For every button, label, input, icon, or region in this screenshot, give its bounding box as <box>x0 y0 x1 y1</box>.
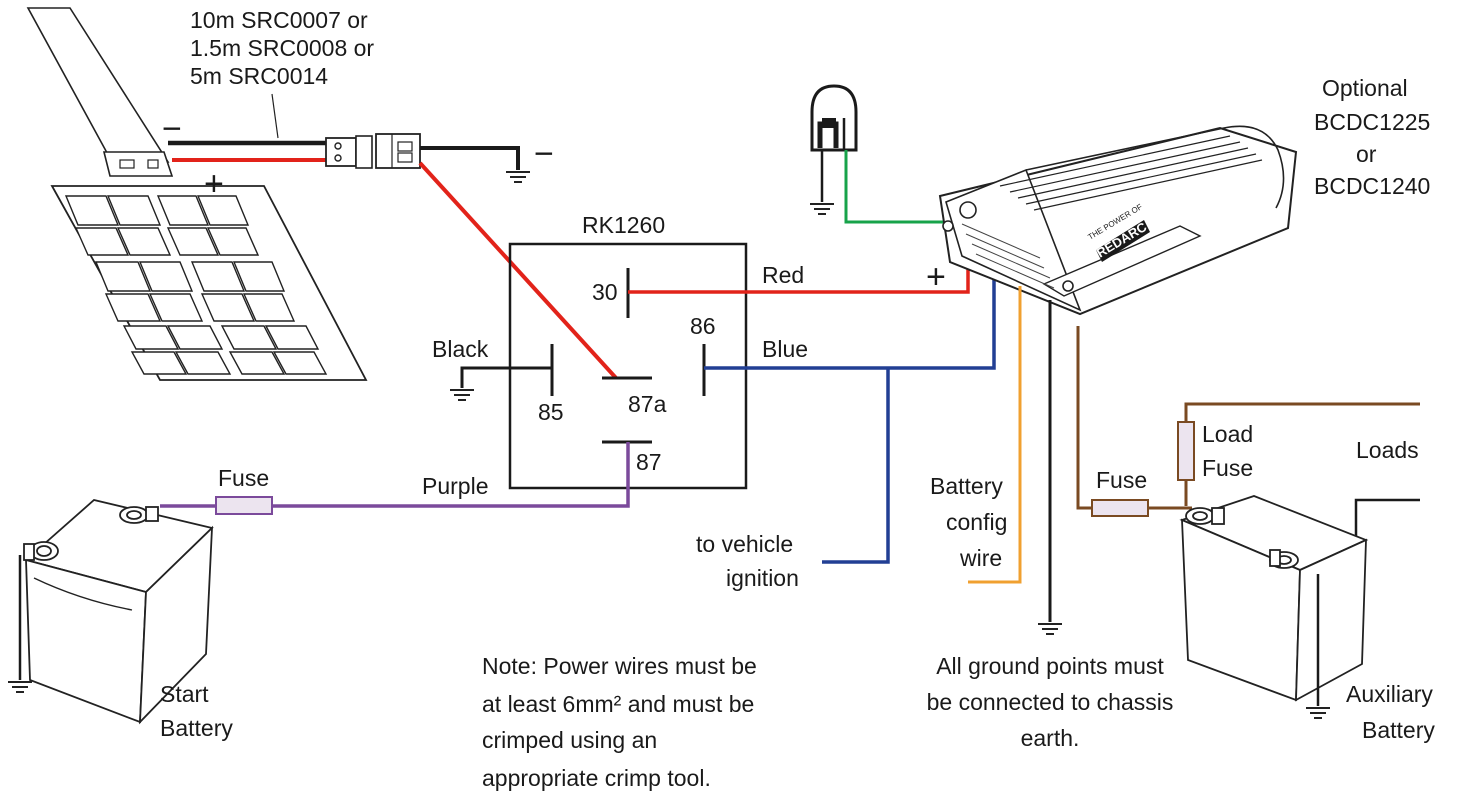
note-line3: crimped using an <box>482 727 657 753</box>
solar-cells <box>64 195 328 375</box>
solar-cable-label-line2: 1.5m SRC0008 or <box>190 35 374 61</box>
black-wire <box>460 366 552 388</box>
ground-note-line3: earth. <box>1021 725 1080 751</box>
ground-symbol-relay <box>450 389 474 401</box>
solar-positive-sign: + <box>204 165 224 203</box>
green-wire <box>844 150 944 224</box>
battery-config-label-line3: wire <box>959 545 1002 571</box>
note-line4: appropriate crimp tool. <box>482 765 711 791</box>
solar-negative-sign: − <box>162 110 182 148</box>
relay-title: RK1260 <box>582 212 665 238</box>
ground-symbol-start-battery <box>8 681 32 693</box>
loads-label: Loads <box>1356 437 1419 463</box>
cable-label-leader <box>271 93 279 139</box>
charger-optional-line2: BCDC1225 <box>1314 109 1430 135</box>
blue-wire-ignition <box>822 368 890 564</box>
note-line2: at least 6mm² and must be <box>482 691 754 717</box>
black-wire-label: Black <box>432 336 489 362</box>
fuse-left-label: Fuse <box>218 465 269 491</box>
charger-brand-plate <box>1096 220 1150 262</box>
brown-output-wire <box>1076 326 1192 510</box>
relay-pin-30: 30 <box>592 279 618 305</box>
relay-pin-87: 87 <box>636 449 662 475</box>
fuse-right <box>1091 499 1149 517</box>
purple-wire-label: Purple <box>422 473 488 499</box>
anderson-connector <box>325 133 421 169</box>
auxiliary-battery <box>1179 495 1369 702</box>
relay-pin-85: 85 <box>538 399 564 425</box>
fuse-left <box>215 496 273 515</box>
fuse-right-label: Fuse <box>1096 467 1147 493</box>
purple-wire <box>160 442 630 508</box>
solar-cable-label-line3: 5m SRC0014 <box>190 63 328 89</box>
ground-symbol-charger <box>1038 623 1062 635</box>
aux-battery-label-line2: Battery <box>1362 717 1435 743</box>
relay-pin-86: 86 <box>690 313 716 339</box>
ground-note-line2: be connected to chassis <box>927 689 1174 715</box>
red-wire-label: Red <box>762 262 804 288</box>
start-battery-label-line2: Battery <box>160 715 233 741</box>
solar-ground-negative-sign: − <box>534 135 554 173</box>
blue-wire <box>704 256 996 370</box>
aux-battery-label-line1: Auxiliary <box>1346 681 1433 707</box>
battery-config-label-line2: config <box>946 509 1007 535</box>
ground-symbol-light <box>810 203 834 215</box>
ignition-label-line2: ignition <box>726 565 799 591</box>
indicator-light <box>810 84 858 152</box>
relay-pin-87a: 87a <box>628 391 667 417</box>
load-fuse <box>1177 421 1195 481</box>
charger-optional-line4: BCDC1240 <box>1314 173 1430 199</box>
blue-wire-label: Blue <box>762 336 808 362</box>
charger-positive-sign: + <box>926 258 946 296</box>
start-battery <box>23 499 214 725</box>
solar-ground-wire <box>420 146 520 170</box>
solar-panel-strap <box>26 7 170 163</box>
ground-symbol-solar <box>506 171 530 183</box>
note-line1: Note: Power wires must be <box>482 653 757 679</box>
ignition-label-line1: to vehicle <box>696 531 793 557</box>
load-fuse-label-line1: Load <box>1202 421 1253 447</box>
orange-config-wire <box>968 286 1022 584</box>
charger-optional-line3: or <box>1356 141 1377 167</box>
ground-note-line1: All ground points must <box>936 653 1164 679</box>
battery-config-label-line1: Battery <box>930 473 1003 499</box>
ground-symbol-aux-battery <box>1306 707 1330 719</box>
bcdc-charger: REDARC THE POWER OF <box>938 125 1298 316</box>
load-fuse-label-line2: Fuse <box>1202 455 1253 481</box>
relay-rk1260: RK1260 30 85 86 87a 87 <box>508 212 748 490</box>
start-battery-label-line1: Start <box>160 681 209 707</box>
solar-cable-label-line1: 10m SRC0007 or <box>190 7 368 33</box>
solar-red-to-87a-wire <box>418 161 618 380</box>
solar-panel: 10m SRC0007 or 1.5m SRC0008 or 5m SRC001… <box>26 7 374 381</box>
charger-optional-line1: Optional <box>1322 75 1408 101</box>
solar-panel-tab <box>102 151 174 177</box>
